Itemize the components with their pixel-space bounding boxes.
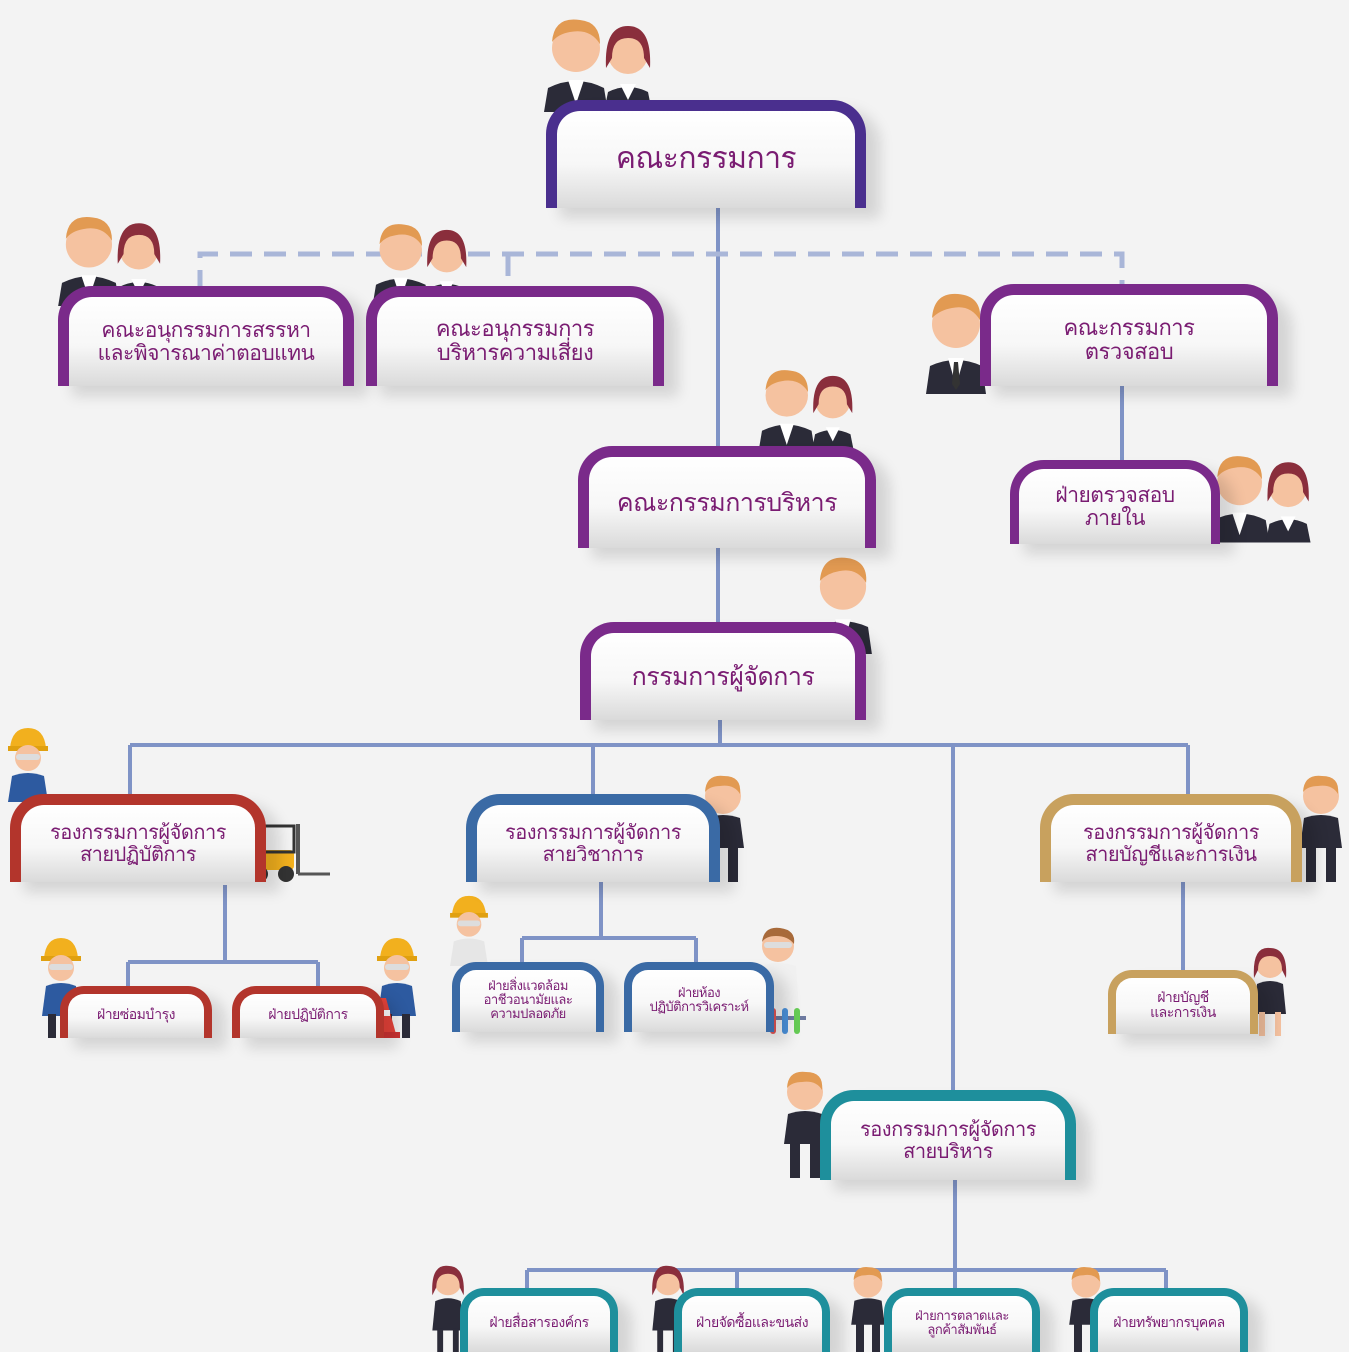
- dept-maintenance-label: ฝ่ายซ่อมบำรุง: [96, 1007, 176, 1024]
- dept-operations-label: ฝ่ายปฏิบัติการ: [268, 1007, 348, 1024]
- dmd-admin-box: รองกรรมการผู้จัดการ สายบริหาร: [820, 1090, 1076, 1180]
- businessman-icon: [1300, 775, 1342, 882]
- dmd-technical-label: รองกรรมการผู้จัดการ สายวิชาการ: [505, 819, 681, 866]
- dmd-operations-box: รองกรรมการผู้จัดการ สายปฏิบัติการ: [10, 794, 266, 882]
- dept-maintenance-box: ฝ่ายซ่อมบำรุง: [60, 986, 212, 1038]
- dept-hr-label: ฝ่ายทรัพยากรบุคคล: [1113, 1315, 1225, 1332]
- executive-pair-icon: [544, 19, 652, 112]
- executive-committee-label: คณะกรรมการบริหาร: [616, 488, 838, 517]
- dept-safety-label: ฝ่ายสิ่งแวดล้อม อาชีวอนามัยและ ความปลอดภ…: [483, 978, 573, 1023]
- board-box: คณะกรรมการ: [546, 100, 866, 208]
- businessman-icon: [926, 293, 986, 394]
- worker-hardhat-icon: [450, 895, 488, 966]
- dept-marketing-label: ฝ่ายการตลาดและ ลูกค้าสัมพันธ์: [915, 1308, 1009, 1338]
- worker-hardhat-icon: [8, 728, 48, 802]
- businesswoman-icon: [432, 1265, 464, 1352]
- businessman-icon: [851, 1267, 885, 1352]
- executive-pair-icon: [758, 370, 854, 452]
- dept-communication-label: ฝ่ายสื่อสารองค์กร: [489, 1315, 589, 1332]
- dept-procurement-label: ฝ่ายจัดซื้อและขนส่ง: [695, 1315, 809, 1332]
- dept-accounting-box: ฝ่ายบัญชี และการเงิน: [1108, 970, 1258, 1034]
- businesswoman-icon: [1253, 947, 1287, 1036]
- dmd-finance-label: รองกรรมการผู้จัดการ สายบัญชีและการเงิน: [1083, 819, 1259, 866]
- internal-audit-box: ฝ่ายตรวจสอบ ภายใน: [1010, 460, 1220, 544]
- audit-committee-label: คณะกรรมการ ตรวจสอบ: [1063, 315, 1195, 365]
- dept-marketing-box: ฝ่ายการตลาดและ ลูกค้าสัมพันธ์: [884, 1288, 1040, 1352]
- dmd-admin-label: รองกรรมการผู้จัดการ สายบริหาร: [860, 1116, 1036, 1163]
- dmd-operations-label: รองกรรมการผู้จัดการ สายปฏิบัติการ: [50, 819, 226, 866]
- dept-hr-box: ฝ่ายทรัพยากรบุคคล: [1090, 1288, 1248, 1352]
- managing-director-box: กรรมการผู้จัดการ: [580, 622, 866, 720]
- managing-director-label: กรรมการผู้จัดการ: [631, 662, 815, 691]
- dept-communication-box: ฝ่ายสื่อสารองค์กร: [460, 1288, 618, 1352]
- dept-lab-box: ฝ่ายห้อง ปฏิบัติการวิเคราะห์: [624, 962, 774, 1032]
- dept-lab-label: ฝ่ายห้อง ปฏิบัติการวิเคราะห์: [649, 985, 749, 1015]
- dept-operations-box: ฝ่ายปฏิบัติการ: [232, 986, 384, 1038]
- internal-audit-label: ฝ่ายตรวจสอบ ภายใน: [1055, 482, 1175, 530]
- risk-committee-box: คณะอนุกรรมการ บริหารความเสี่ยง: [366, 286, 664, 386]
- nomination-committee-box: คณะอนุกรรมการสรรหา และพิจารณาค่าตอบแทน: [58, 286, 354, 386]
- risk-committee-label: คณะอนุกรรมการ บริหารความเสี่ยง: [435, 316, 595, 366]
- dmd-technical-box: รองกรรมการผู้จัดการ สายวิชาการ: [466, 794, 720, 882]
- audit-committee-box: คณะกรรมการ ตรวจสอบ: [980, 284, 1278, 386]
- nomination-committee-label: คณะอนุกรรมการสรรหา และพิจารณาค่าตอบแทน: [97, 317, 315, 365]
- businessman-icon: [784, 1071, 826, 1178]
- dmd-finance-box: รองกรรมการผู้จัดการ สายบัญชีและการเงิน: [1040, 794, 1302, 882]
- board-label: คณะกรรมการ: [615, 141, 797, 177]
- executive-pair-icon: [1209, 456, 1311, 543]
- executive-committee-box: คณะกรรมการบริหาร: [578, 446, 876, 548]
- dept-safety-box: ฝ่ายสิ่งแวดล้อม อาชีวอนามัยและ ความปลอดภ…: [452, 962, 604, 1032]
- dept-accounting-label: ฝ่ายบัญชี และการเงิน: [1150, 989, 1216, 1021]
- dept-procurement-box: ฝ่ายจัดซื้อและขนส่ง: [674, 1288, 830, 1352]
